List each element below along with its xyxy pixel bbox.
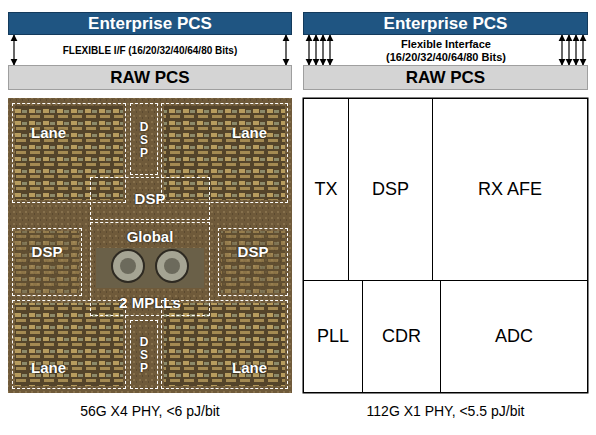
mpll-inductor <box>112 250 144 282</box>
dsp-region: DSP <box>12 228 82 296</box>
cdr-block: CDR <box>362 280 441 393</box>
node-text: DSP <box>137 120 151 159</box>
dsp-region: DSP <box>90 177 210 220</box>
interface-arrow <box>329 35 330 65</box>
node-text: DSP <box>137 335 151 374</box>
interface-label: FLEXIBLE I/F (16/20/32/40/64/80 Bits) <box>20 38 280 62</box>
node-text: CDR <box>382 326 421 347</box>
node-text: Lane <box>232 359 267 376</box>
interface-arrow <box>575 35 576 65</box>
node-text: DSP <box>32 243 63 260</box>
node-text: Lane <box>232 124 267 141</box>
dsp-block: DSP <box>348 98 433 281</box>
interface-arrow <box>582 35 583 65</box>
interface-arrow <box>308 35 309 65</box>
node-text: RAW PCS <box>406 68 485 88</box>
node-text: DSP <box>238 243 269 260</box>
node-text: 2 MPLLs <box>119 294 181 311</box>
interface-arrow <box>13 35 14 65</box>
rx-afe-block: RX AFE <box>432 98 588 281</box>
phy-outline <box>303 98 588 393</box>
interface-arrow <box>285 35 286 65</box>
pcs-band: RAW PCS <box>303 65 588 90</box>
pll-area <box>96 248 204 288</box>
interface-arrow <box>322 35 323 65</box>
phy-caption: 56G X4 PHY, <6 pJ/bit <box>8 400 292 422</box>
phy-caption: 112G X1 PHY, <5.5 pJ/bit <box>303 400 588 422</box>
dsp-region: DSP <box>130 320 158 389</box>
lane-region: Lane <box>12 103 126 203</box>
node-text: RAW PCS <box>110 68 189 88</box>
die-photo <box>8 98 292 393</box>
pcs-band: Enterprise PCS <box>8 12 292 35</box>
tx-block: TX <box>303 98 349 281</box>
node-text: Enterprise PCS <box>384 14 508 34</box>
interface-arrow <box>315 35 316 65</box>
node-text: DSP <box>135 190 166 207</box>
dsp-region: DSP <box>130 103 158 175</box>
mpll-core <box>164 258 180 274</box>
node-text: Global <box>127 228 174 245</box>
lane-region: Lane <box>161 103 288 203</box>
pll-block: PLL <box>303 280 363 393</box>
interface-label: Flexible Interface (16/20/32/40/64/80 Bi… <box>362 37 530 64</box>
pcs-band: Enterprise PCS <box>303 12 588 35</box>
mpll-inductor <box>156 250 188 282</box>
interface-arrow <box>568 35 569 65</box>
pcs-band: RAW PCS <box>8 65 292 90</box>
adc-block: ADC <box>440 280 588 393</box>
lane-circuit <box>164 106 285 200</box>
node-text: ADC <box>495 326 533 347</box>
mpll-core <box>120 258 136 274</box>
interface-arrow <box>561 35 562 65</box>
node-text: PLL <box>317 326 349 347</box>
node-text: Enterprise PCS <box>88 14 212 34</box>
dsp-circuit <box>221 231 285 293</box>
node-text: Lane <box>31 124 66 141</box>
node-text: TX <box>314 179 337 200</box>
dsp-circuit <box>15 231 79 293</box>
node-text: DSP <box>372 179 409 200</box>
global-region: Global 2 MPLLs <box>90 222 210 316</box>
lane-region: Lane <box>161 300 288 389</box>
lane-region: Lane <box>12 300 126 389</box>
node-text: Lane <box>31 359 66 376</box>
dsp-region: DSP <box>218 228 288 296</box>
lane-circuit <box>15 106 123 200</box>
node-text: RX AFE <box>478 179 542 200</box>
